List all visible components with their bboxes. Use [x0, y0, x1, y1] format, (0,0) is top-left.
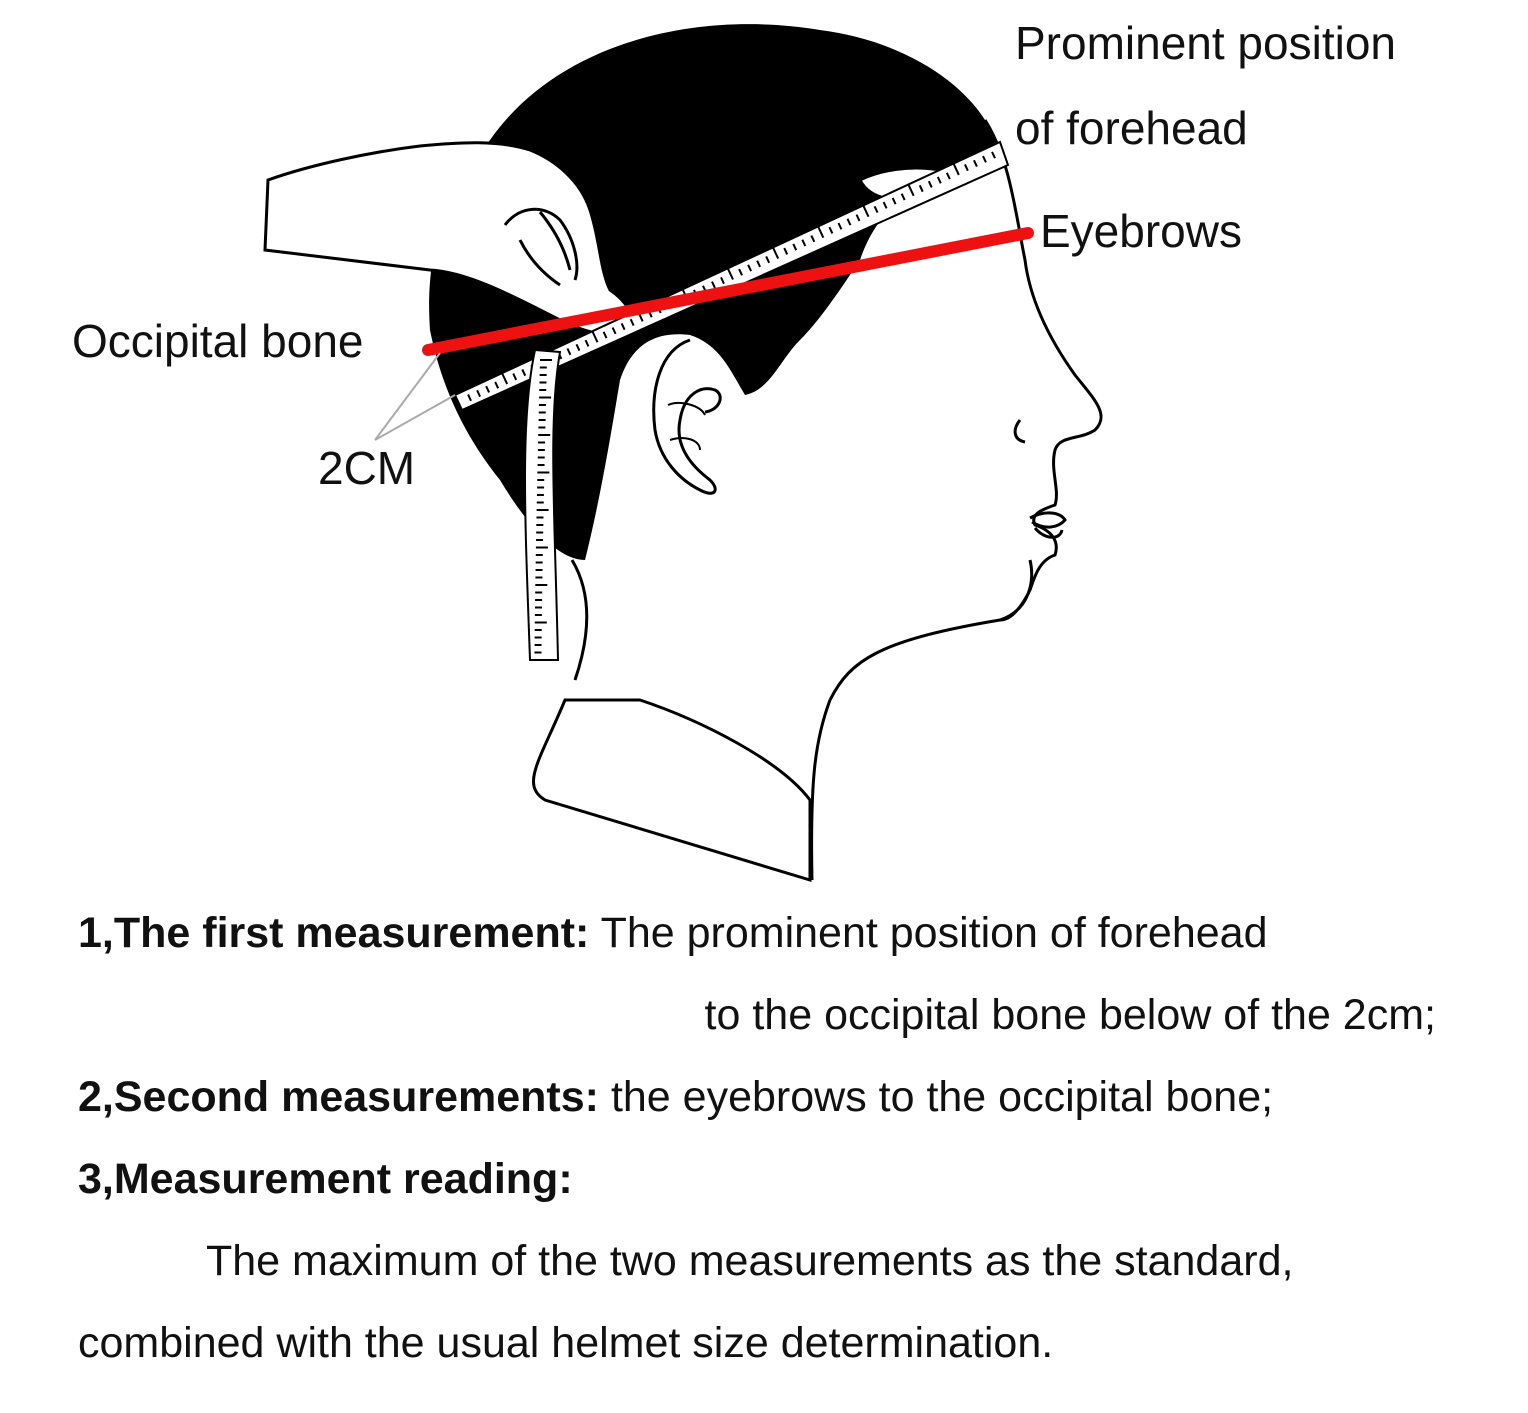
tape-tick [828, 226, 834, 234]
collar-shape [532, 698, 812, 883]
tape-tick [747, 264, 752, 272]
head-measurement-illustration [263, 24, 1103, 883]
step1-line: 1,The first measurement: The prominent p… [78, 892, 1448, 974]
tape-tick [792, 243, 798, 251]
tape-tick [900, 193, 906, 201]
tape-tick [629, 318, 635, 326]
tape-tick [476, 389, 481, 398]
tape-tick [765, 256, 771, 264]
tape-tick [467, 394, 472, 402]
ear-inner [667, 402, 706, 451]
measure-line-eyebrows [422, 227, 1034, 356]
step1-text: The prominent position of forehead [600, 909, 1268, 957]
tape-tick [591, 331, 599, 343]
tape-tick [620, 322, 626, 331]
tape-tick [494, 381, 500, 389]
label-forehead-line2: of forehead [1015, 102, 1248, 154]
step2-line: 2,Second measurements: the eyebrows to t… [78, 1056, 1448, 1138]
pointer-line-lower [374, 394, 456, 441]
tape-tick [738, 268, 743, 276]
label-occipital-bone: Occipital bone [72, 315, 364, 367]
tape-tick [783, 247, 789, 255]
pointer-line-upper [374, 352, 441, 441]
neck-front-lower [810, 699, 832, 881]
step1-title: 1,The first measurement: [78, 909, 590, 957]
tape-tick [973, 159, 978, 167]
tape-tick [855, 214, 861, 222]
tape-tick [711, 281, 716, 289]
step2-text: the eyebrows to the occipital bone; [610, 1073, 1274, 1121]
tape-tick [485, 385, 491, 393]
label-2cm: 2CM [318, 442, 416, 494]
nostril [1013, 419, 1026, 444]
step3-line: 3,Measurement reading: [78, 1138, 1448, 1220]
step1-continuation: to the occipital bone below of the 2cm; [704, 991, 1436, 1039]
tape-tick [512, 373, 518, 381]
tape-tick [837, 222, 843, 230]
tape-tick [584, 339, 590, 347]
tape-tick [945, 172, 951, 180]
tape-tick [982, 155, 987, 163]
label-eyebrows: Eyebrows [1040, 205, 1242, 257]
tape-tick [602, 331, 608, 339]
tape-hanging [524, 348, 562, 661]
tape-tick [918, 184, 924, 193]
tape-tick [756, 260, 762, 268]
tape-tick [720, 276, 725, 285]
step3-continuation: combined with the usual helmet size dete… [78, 1319, 1054, 1367]
tape-tick [566, 348, 572, 356]
measurement-instructions: 1,The first measurement: The prominent p… [78, 892, 1448, 1384]
tape-tick [846, 218, 852, 226]
step3-text: The maximum of the two measurements as t… [206, 1237, 1294, 1285]
tape-tick [575, 343, 581, 352]
tape-tick [991, 151, 996, 159]
face-profile [983, 119, 1103, 622]
label-forehead-line1: Prominent position [1015, 17, 1396, 69]
tape-tick [964, 164, 969, 172]
tape-hanging-ticks [534, 359, 552, 654]
step2-title: 2,Second measurements: [78, 1073, 599, 1121]
tape-tick [521, 368, 527, 377]
step3-title: 3,Measurement reading: [78, 1155, 573, 1203]
tape-tick [952, 163, 960, 176]
tape-tick [936, 176, 942, 184]
tape-tick [772, 247, 780, 260]
tape-tick [907, 184, 915, 197]
tape-tick [611, 327, 617, 335]
tape-tick [817, 226, 825, 239]
tape-tick [891, 197, 897, 205]
tape-tick [862, 205, 870, 218]
lips [1029, 511, 1067, 539]
neck-front-line [828, 559, 1034, 701]
tape-tick [927, 180, 933, 188]
tape-tick [801, 239, 807, 247]
tape-tick [501, 372, 509, 385]
tape-tick [727, 268, 734, 280]
tape-tick [873, 205, 879, 213]
neck-back-line [570, 559, 589, 681]
tape-tick [882, 201, 888, 209]
tape-tick [810, 235, 816, 243]
hand-fingers [503, 207, 579, 287]
ear [652, 338, 722, 495]
